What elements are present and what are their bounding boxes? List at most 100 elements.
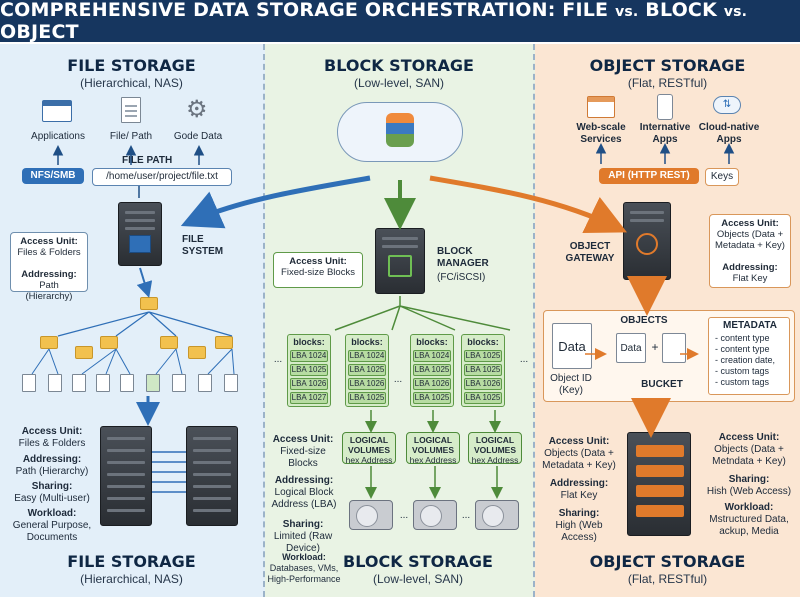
lba-cell: LBA 1027 [290, 392, 328, 404]
file-icon [22, 374, 36, 392]
tree-lines [57, 311, 233, 337]
cloud-to-file-arrow [180, 175, 371, 229]
object-callout-addressing-label: Addressing: [722, 262, 778, 273]
object-panel-title: OBJECT STORAGE [589, 56, 746, 75]
file-detail-access: Access Unit:Files & Folders [18, 426, 86, 449]
block-panel-subtitle: (Low-level, SAN) [353, 76, 445, 90]
metadata-item: - custom tags [715, 377, 770, 387]
block-detail-access: Access Unit:Fixed-size Blocks [272, 434, 334, 469]
tree-lines [31, 348, 235, 375]
block-links [334, 296, 511, 331]
lba-cell: LBA 1025 [464, 392, 502, 404]
file-icon-label-applications: Applications [31, 131, 85, 142]
cloud-sync-icon: ⇅ [713, 96, 741, 114]
file-storage-panel: FILE STORAGE (Hierarchical, NAS) Applica… [0, 44, 265, 597]
data-document-icon: Data [552, 323, 592, 369]
object-footer-subtitle: (Flat, RESTful) [627, 572, 708, 586]
lba-cell: LBA 1025 [413, 364, 451, 376]
file-icon [224, 374, 238, 392]
gear-icon: ⚙ [186, 96, 208, 123]
file-icon [198, 374, 212, 392]
object-storage-server [627, 432, 691, 536]
title-vs-2: vs. [723, 4, 748, 20]
object-callout-addressing-value: Flat Key [732, 273, 768, 284]
page-title: COMPREHENSIVE DATA STORAGE ORCHESTRATION… [0, 0, 800, 43]
lba-cell: LBA 1025 [464, 350, 502, 362]
mobile-app-icon [657, 94, 673, 120]
file-server [118, 202, 162, 266]
title-banner: COMPREHENSIVE DATA STORAGE ORCHESTRATION… [0, 0, 800, 43]
ellipsis: ... [519, 354, 529, 365]
callout-access-value: Files & Folders [17, 247, 81, 258]
file-icon [96, 374, 110, 392]
bucket-container: OBJECTS Data Object ID (Key) Data + BUCK… [543, 310, 795, 402]
folder-icon [100, 336, 118, 349]
arrow [136, 267, 153, 298]
file-footer-subtitle: (Hierarchical, NAS) [80, 572, 183, 586]
object-detail-access-left: Access Unit:Objects (Data + Metadata + K… [542, 436, 616, 471]
object-footer-title: OBJECT STORAGE [589, 552, 746, 571]
block-column-header: blocks: [416, 337, 448, 347]
file-path-field: /home/user/project/file.txt [92, 168, 232, 186]
disk-icon [475, 500, 519, 530]
disk-icon [413, 500, 457, 530]
folder-icon [160, 336, 178, 349]
protocol-badge: NFS/SMB [22, 168, 84, 184]
plus-icon: + [651, 340, 659, 354]
folder-icon [40, 336, 58, 349]
object-detail-sharing-right: Sharing:Hish (Web Access) [706, 474, 792, 497]
object-icon-label-apps: Internative Apps [639, 122, 691, 145]
lba-cell: LBA 1024 [290, 350, 328, 362]
lba-cell: LBA 1026 [413, 378, 451, 390]
api-badge: API (HTTP REST) [599, 168, 699, 184]
file-detail-sharing: Sharing:Easy (Multi-user) [14, 481, 90, 504]
block-column-header: blocks: [467, 337, 499, 347]
objects-label: OBJECTS [620, 315, 668, 326]
object-icon-label-web: Web-scale Services [576, 122, 626, 145]
block-manager-label: BLOCK MANAGER [437, 246, 489, 269]
cloud-icon [337, 102, 463, 162]
object-icon-label-cloud: Cloud-native Apps [698, 122, 760, 145]
object-storage-panel: OBJECT STORAGE (Flat, RESTful) Web-scale… [535, 44, 800, 597]
block-footer-title: BLOCK STORAGE [343, 552, 493, 571]
bucket-label: BUCKET [641, 379, 683, 390]
metadata-title: METADATA [723, 320, 777, 331]
title-file: COMPREHENSIVE DATA STORAGE ORCHESTRATION… [0, 0, 616, 21]
folder-icon [215, 336, 233, 349]
title-block: BLOCK [638, 0, 724, 21]
file-detail-addressing: Addressing:Path (Hierarchy) [15, 454, 89, 477]
callout-addressing-value: Path (Hierarchy) [25, 280, 73, 302]
object-id-label: Object ID (Key) [550, 373, 592, 396]
ellipsis: ... [399, 510, 409, 521]
data-document-icon: Data [616, 333, 646, 363]
nas-rack-right [186, 426, 238, 526]
metadata-document-icon [662, 333, 686, 363]
file-panel-title: FILE STORAGE [67, 56, 196, 75]
ellipsis: ... [273, 354, 283, 365]
object-detail-sharing-left: Sharing:High (Web Access) [555, 508, 603, 543]
object-callout-access-value: Objects (Data + Metadata + Key) [715, 229, 785, 251]
file-icon [146, 374, 160, 392]
block-callout-value: Fixed-size Blocks [281, 267, 355, 278]
file-icon [120, 374, 134, 392]
file-icon [48, 374, 62, 392]
block-manager-server [375, 228, 425, 294]
block-access-callout: Access Unit: Fixed-size Blocks [273, 252, 363, 288]
metadata-item: - custom tags [715, 366, 770, 376]
callout-addressing-label: Addressing: [21, 269, 77, 280]
nas-links [152, 451, 186, 493]
document-icon [121, 97, 141, 123]
file-system-label: FILE SYSTEM [182, 234, 224, 257]
file-detail-workload: Workload:General Purpose, Documents [12, 508, 92, 543]
block-panel-title: BLOCK STORAGE [324, 56, 474, 75]
metadata-box: METADATA - content type - content type -… [708, 317, 790, 395]
block-column-header: blocks: [293, 337, 325, 347]
block-detail-workload: Workload:Databases, VMs, High-Performanc… [267, 552, 341, 584]
block-manager-protocol: (FC/iSCSI) [437, 272, 486, 283]
object-callout-access-label: Access Unit: [721, 218, 779, 229]
